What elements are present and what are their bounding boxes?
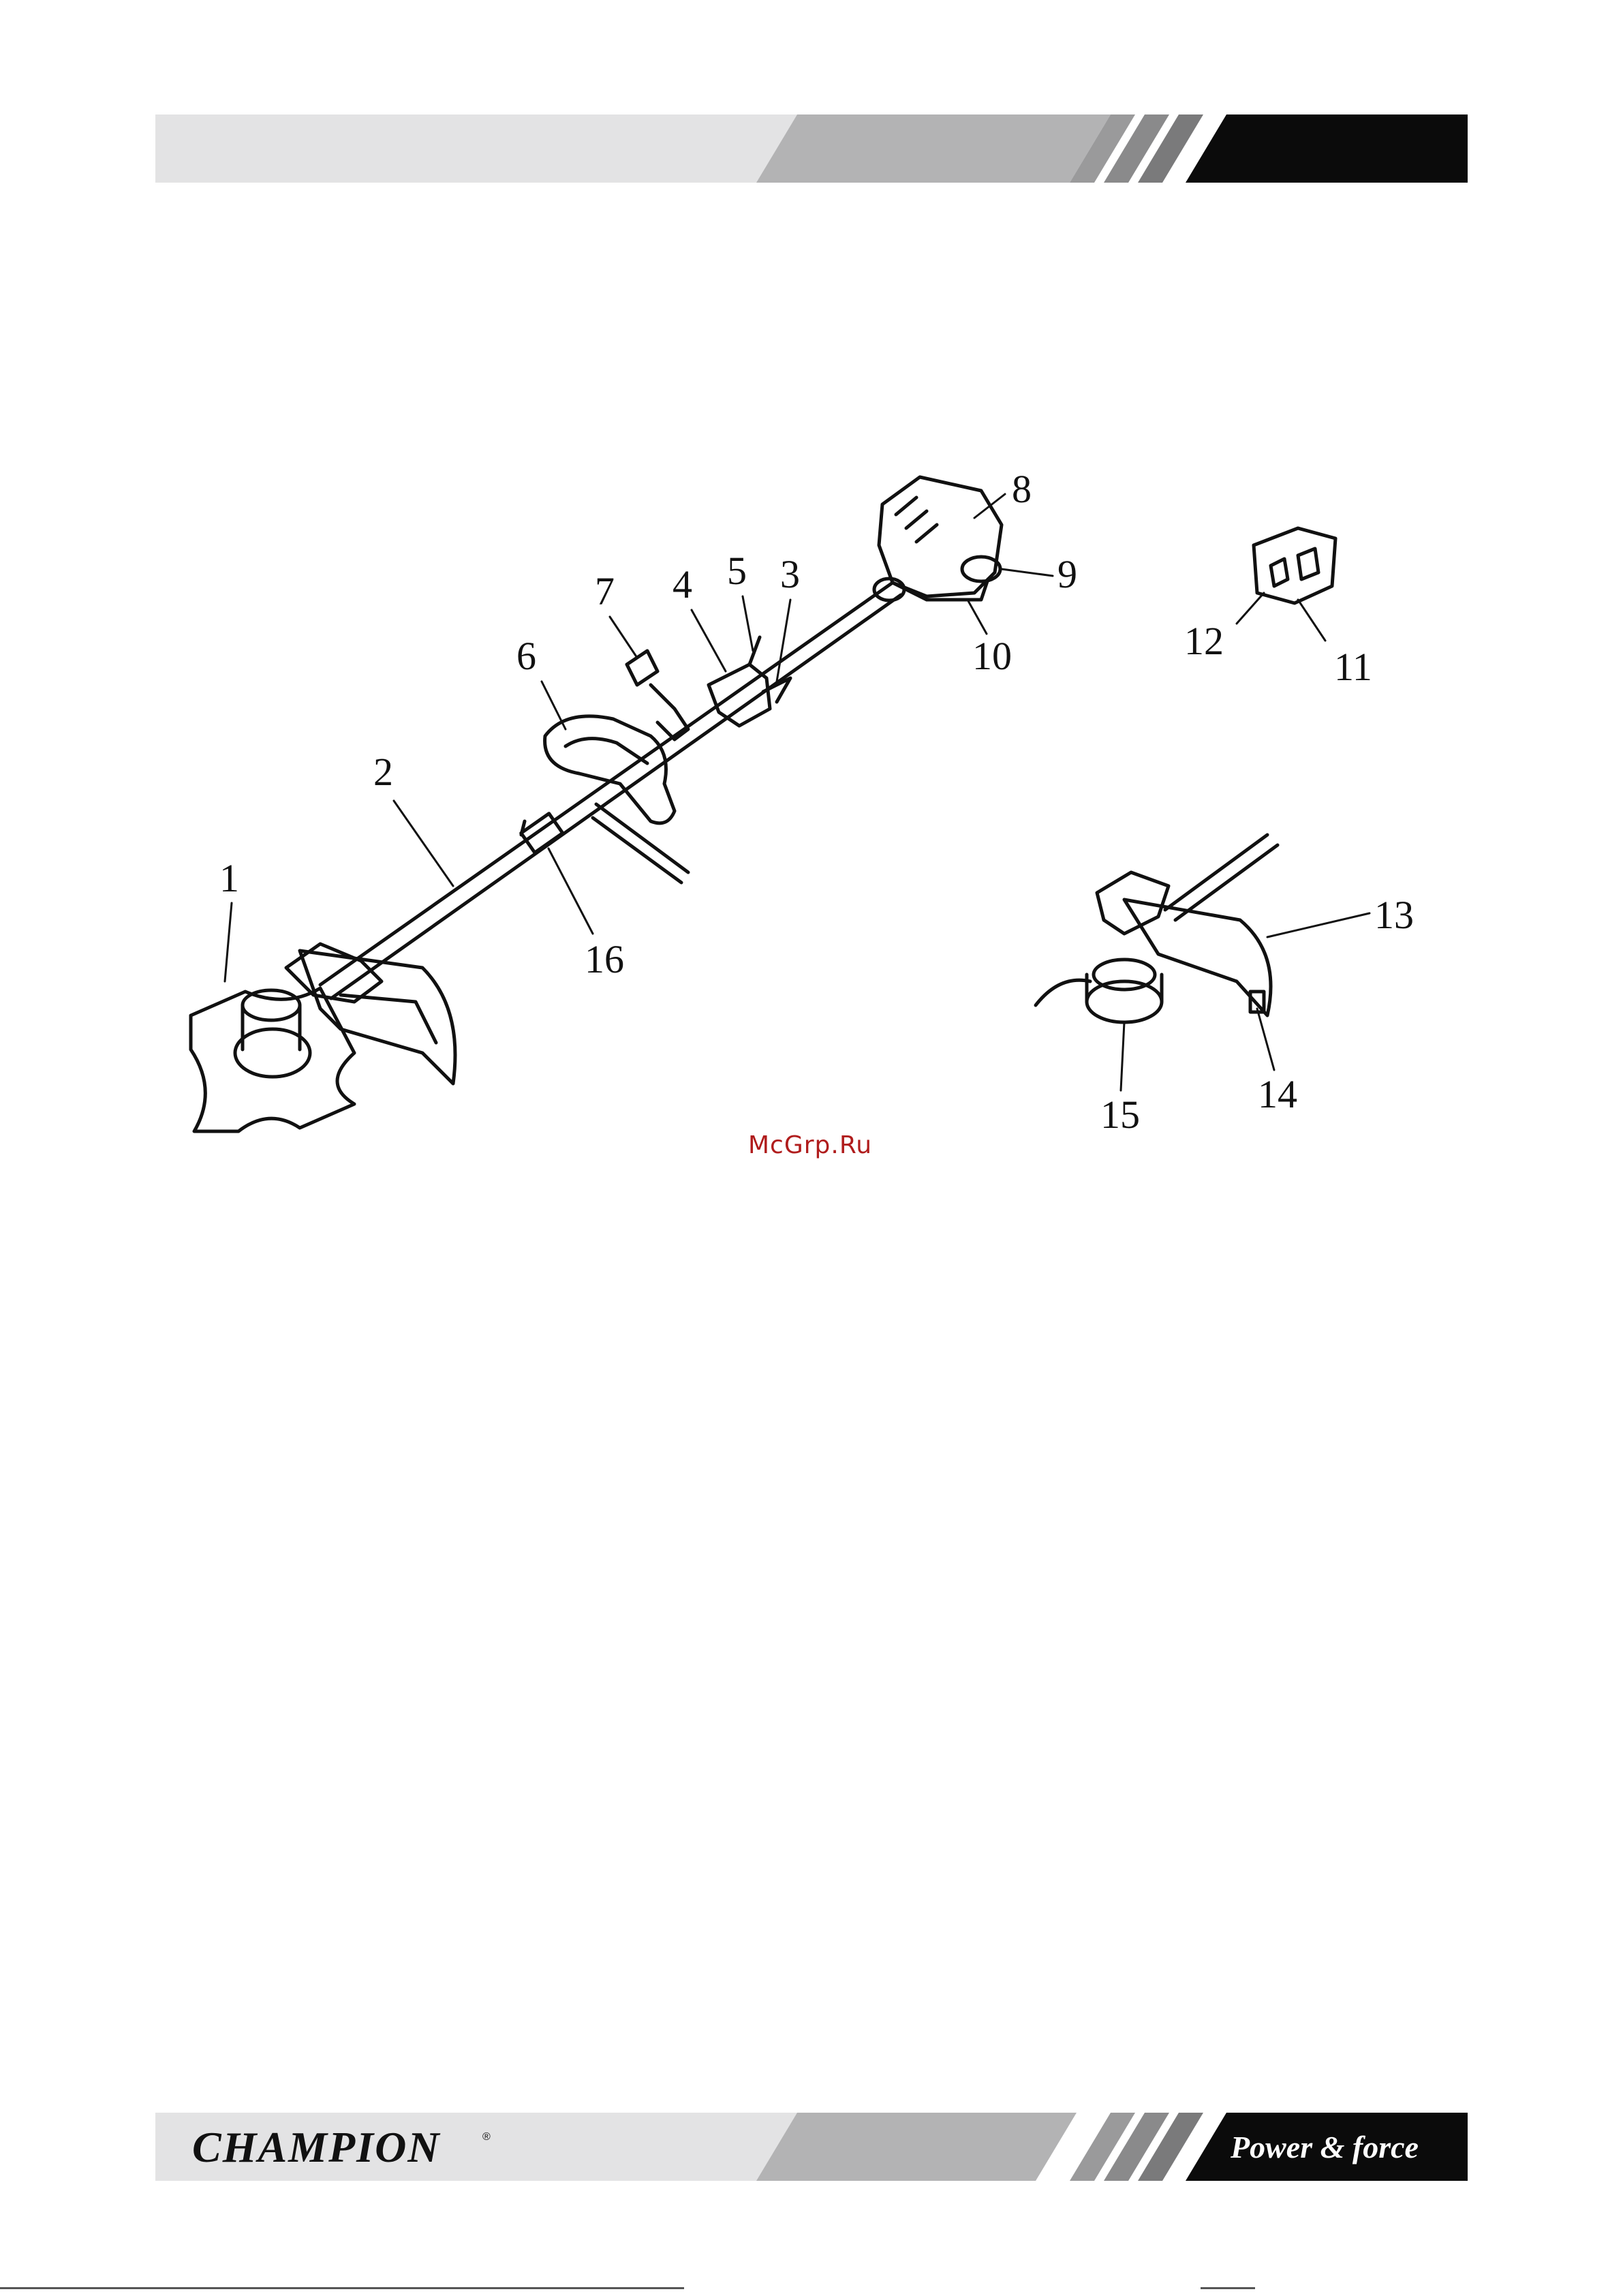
leader-5 (743, 596, 753, 651)
callout-3: 3 (780, 552, 800, 596)
footer-rule-left (0, 2287, 684, 2289)
callout-10: 10 (972, 634, 1012, 678)
air-filter-cover (1254, 528, 1335, 603)
callout-8: 8 (1012, 467, 1032, 511)
leader-8 (974, 494, 1005, 518)
callout-5: 5 (727, 549, 747, 593)
inset-shaft (1165, 835, 1267, 910)
callout-6: 6 (516, 634, 536, 678)
callout-12: 12 (1184, 619, 1224, 663)
loop-handle-inner (566, 739, 647, 763)
leader-9 (1002, 569, 1053, 576)
air-filter-cover-detail (1271, 549, 1318, 586)
inset-gear-head (1097, 872, 1169, 934)
leader-12 (1237, 593, 1264, 624)
harness-hook (627, 651, 658, 685)
blade-guard (300, 951, 455, 1084)
watermark-text: McGrp.Ru (748, 1131, 872, 1159)
leader-14 (1257, 1009, 1274, 1070)
main-shaft (320, 583, 893, 985)
engine-cover-ribs (896, 498, 937, 542)
callout-14: 14 (1258, 1072, 1297, 1116)
champion-logo: CHAMPION (192, 2123, 441, 2171)
inset-spool-top (1094, 960, 1155, 990)
footer-band: CHAMPION ® Power & force (0, 2113, 1623, 2181)
leader-11 (1298, 600, 1325, 641)
callout-1: 1 (219, 856, 239, 900)
callout-9: 9 (1057, 552, 1077, 596)
engine-coupling (874, 579, 904, 600)
registered-mark: ® (482, 2131, 491, 2143)
inset-trim-line (1036, 980, 1090, 1005)
leader-7 (610, 617, 637, 658)
footer-band-mid (756, 2113, 1077, 2181)
leader-2 (394, 801, 453, 886)
handle-bar-edge (593, 818, 681, 883)
leader-15 (1121, 1022, 1124, 1090)
inset-shaft-edge (1175, 845, 1278, 920)
leader-16 (548, 848, 593, 934)
leader-13 (1267, 913, 1370, 937)
inset-spool (1087, 981, 1162, 1022)
engine-body (879, 477, 1002, 596)
slogan: Power & force (1230, 2130, 1419, 2164)
footer-rule-right (1201, 2287, 1255, 2289)
cutting-blade (191, 988, 354, 1131)
callout-11: 11 (1334, 645, 1372, 689)
callout-15: 15 (1100, 1092, 1140, 1137)
leader-1 (225, 903, 232, 981)
callout-4: 4 (673, 562, 692, 607)
footer-band-graphic: CHAMPION ® Power & force (0, 2113, 1623, 2181)
callout-13: 13 (1374, 893, 1414, 937)
callout-7: 7 (595, 569, 615, 613)
callout-2: 2 (373, 750, 393, 794)
leader-4 (692, 610, 726, 671)
leader-6 (542, 682, 566, 729)
leader-10 (968, 600, 987, 634)
callout-16: 16 (585, 937, 624, 981)
blade-hub-top (243, 990, 300, 1020)
leader-3 (777, 600, 790, 682)
